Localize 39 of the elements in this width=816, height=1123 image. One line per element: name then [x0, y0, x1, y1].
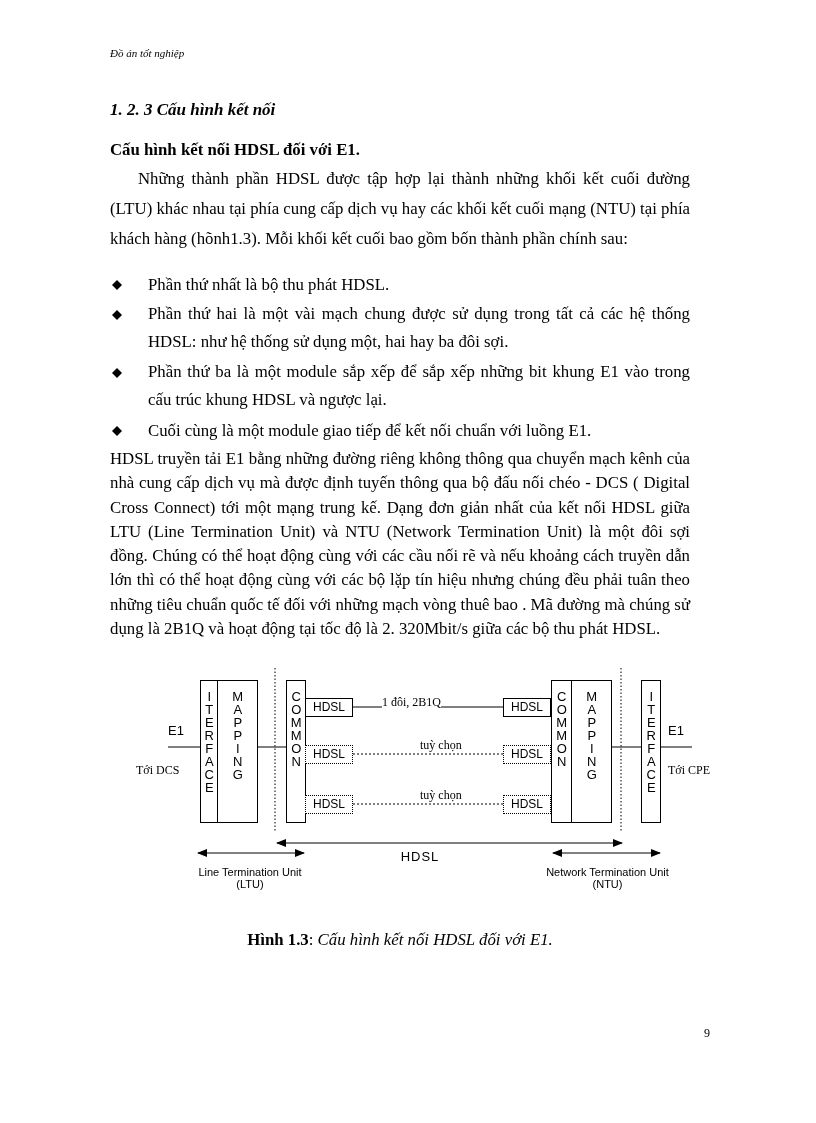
common-block: COMMON	[286, 680, 306, 823]
optional-transceiver-box: HDSL	[305, 745, 353, 764]
section-heading: 1. 2. 3 Cấu hình kết nối	[110, 99, 277, 121]
connector-line	[257, 746, 287, 748]
paragraph: Những thành phần HDSL được tập hợp lại thành những khối kết cuối đường (LTU) khác nhau tại phía cung cấp dịch vụ hay các khối kết cuối mạng (NTU) tại phía khách hàng (hõnh1.3). Mỗi khối kết cuối bao gồm bốn thành phần chính sau:	[110, 168, 690, 250]
hdsl-transceiver-box: HDSL	[503, 698, 551, 717]
edge-label: tuỳ chọn	[420, 739, 462, 752]
connector-line	[611, 746, 642, 748]
connection-note: Tới CPE	[668, 764, 711, 776]
mapping-block: MAPPING	[217, 680, 258, 823]
unit-label: Network Termination Unit (NTU)	[545, 866, 670, 890]
optional-transceiver-box: HDSL	[503, 745, 551, 764]
optional-transceiver-box: HDSL	[305, 795, 353, 814]
edge-label: tuỳ chọn	[420, 789, 462, 802]
edge-label: E1	[668, 724, 684, 737]
bullet-text: Phần thứ nhất là bộ thu phát HDSL.	[148, 274, 391, 296]
bullet-text: Phần thứ ba là một module sắp xếp để sắp xếp những bit khung E1 vào trong cấu trúc khung HDSL và ngược lại.	[148, 361, 690, 411]
running-header: Đồ án tốt nghiệp	[110, 46, 186, 61]
edge-label: E1	[168, 724, 184, 737]
bullet-text: Phần thứ hai là một vài mạch chung được sử dụng trong tất cả các hệ thống HDSL: như hệ thống sử dụng một, hai hay ba đôi sợi.	[148, 303, 690, 353]
span-label: HDSL	[399, 851, 441, 863]
dotted-line	[352, 753, 504, 755]
paragraph: HDSL truyền tải E1 bằng những đường riêng không thông qua chuyển mạch kênh của nhà cung cấp dịch vụ mà được định tuyến thông qua bộ đấu nối chéo - DCS ( Digital Cross Connect) tới một mạng trung kế. Dạng đơn giản nhất của kết nối HDSL giữa LTU (Line Termination Unit) và NTU (Network Termination Unit) là một đôi sợi đồng. Chúng có thể hoạt động cùng với các cầu nối rẽ và nếu khoảng cách truyền dẫn lớn thì có thể hoạt động cùng với các bộ lặp tín hiệu nhưng chúng đều phải tuân theo những tiêu chuẩn quốc tế đối với những mạch vòng thuê bao . Mã đường mà chúng sử dụng là 2B1Q và hoạt động tại tốc độ là 2. 320Mbit/s giữa các bộ thu phát HDSL.	[110, 448, 690, 641]
bullet-text: Cuối cùng là một module giao tiếp để kết nối chuẩn với luồng E1.	[148, 420, 593, 442]
connection-note: Tới DCS	[136, 764, 180, 776]
common-block: COMMON	[551, 680, 572, 823]
interface-block: ITERFACE	[200, 680, 218, 823]
mapping-block: MAPPING	[571, 680, 612, 823]
connector-line	[167, 746, 201, 748]
page-number: 9	[703, 1025, 710, 1042]
subheading: Cấu hình kết nối HDSL đối với E1.	[110, 139, 361, 161]
figure-caption: Hình 1.3: Cấu hình kết nối HDSL đối với E1.	[246, 929, 554, 951]
optional-transceiver-box: HDSL	[503, 795, 551, 814]
unit-label: Line Termination Unit (LTU)	[197, 866, 303, 890]
edge-label: 1 đôi, 2B1Q	[382, 696, 441, 709]
interface-block: ITERFACE	[641, 680, 661, 823]
dotted-line	[352, 803, 504, 805]
hdsl-transceiver-box: HDSL	[305, 698, 353, 717]
connector-line	[660, 746, 693, 748]
